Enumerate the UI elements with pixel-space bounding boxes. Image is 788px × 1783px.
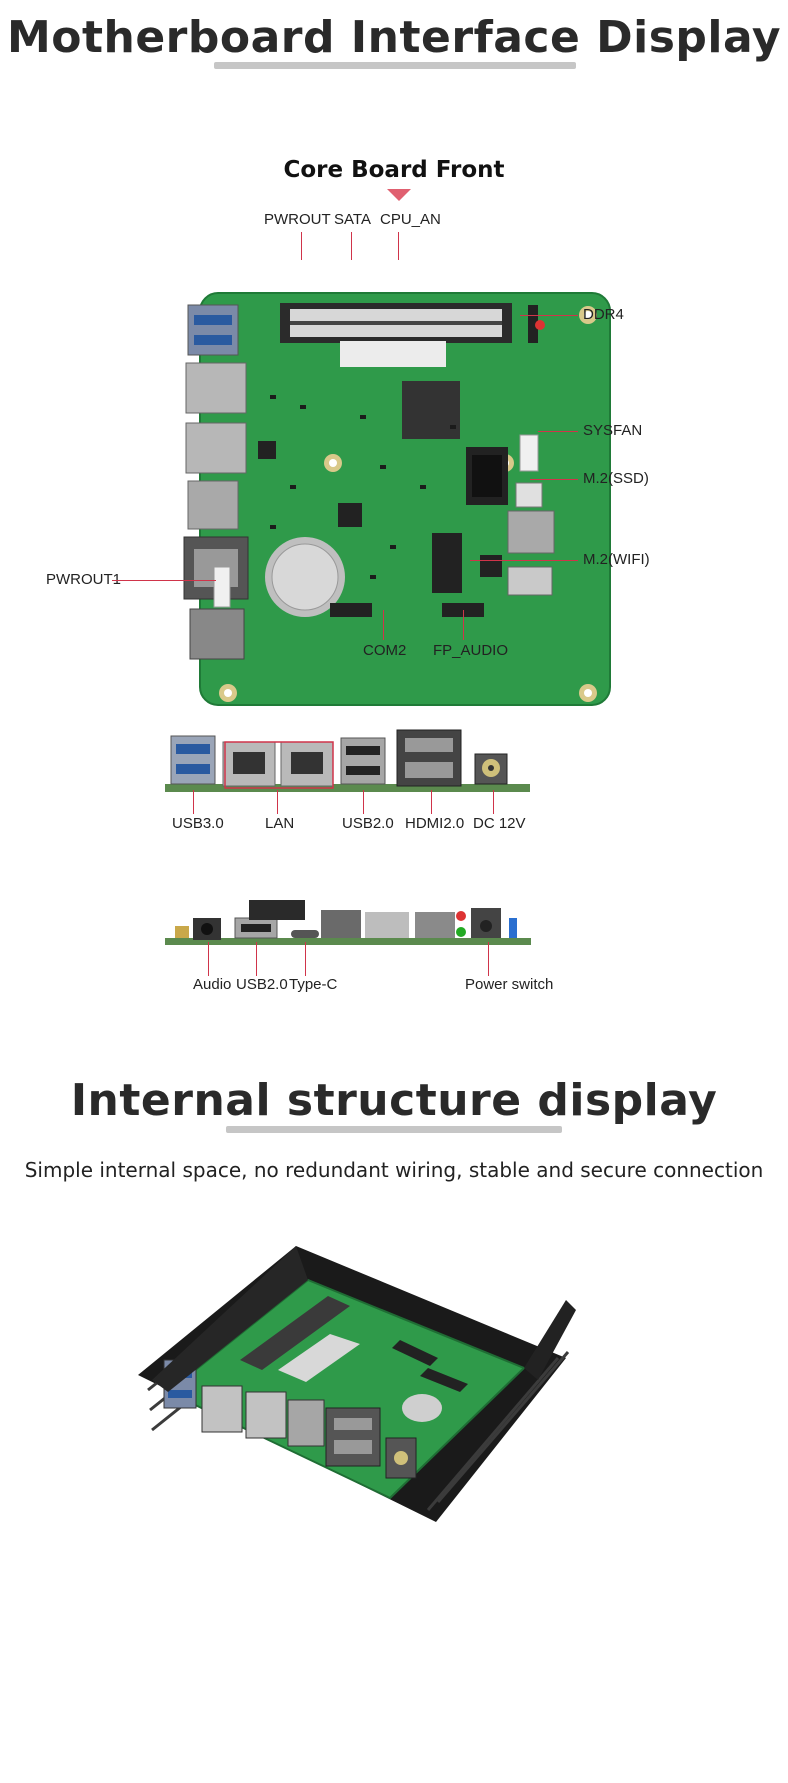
label-type-c: Type-C	[289, 976, 338, 993]
front-io-image	[165, 896, 535, 952]
label-ddr4: DDR4	[583, 306, 624, 323]
core-board-front-heading: Core Board Front	[283, 157, 505, 183]
label-audio: Audio	[193, 976, 232, 993]
callout-line	[383, 610, 384, 640]
callout-line	[470, 560, 578, 561]
label-lan: LAN	[265, 815, 295, 832]
callout-line	[112, 580, 216, 581]
label-com2: COM2	[363, 642, 407, 659]
label-dc12v: DC 12V	[473, 815, 526, 832]
label-power-switch: Power switch	[465, 976, 554, 993]
callout-line	[208, 942, 209, 976]
label-hdmi20: HDMI2.0	[405, 815, 465, 832]
callout-line	[520, 315, 578, 316]
section-tagline: Simple internal space, no redundant wiri…	[24, 1158, 764, 1182]
label-cpu-an: CPU_AN	[380, 211, 441, 228]
callout-line	[301, 232, 302, 260]
callout-line	[363, 790, 364, 814]
label-m2-ssd: M.2(SSD)	[583, 470, 649, 487]
label-pwrout: PWROUT	[264, 211, 331, 228]
section-title-internal: Internal structure display	[70, 1075, 718, 1126]
section-title-motherboard: Motherboard Interface Display	[6, 12, 782, 63]
callout-line	[463, 610, 464, 640]
motherboard-image	[180, 285, 620, 715]
label-usb20-rear: USB2.0	[342, 815, 394, 832]
label-usb20-front: USB2.0	[236, 976, 288, 993]
label-sata: SATA	[334, 211, 371, 228]
label-usb30: USB3.0	[172, 815, 224, 832]
rear-io-image	[165, 728, 535, 798]
callout-line	[351, 232, 352, 260]
callout-line	[538, 431, 578, 432]
title-underline	[226, 1126, 562, 1133]
label-pwrout1: PWROUT1	[46, 571, 121, 588]
label-fp-audio: FP_AUDIO	[433, 642, 509, 659]
callout-line	[193, 790, 194, 814]
title-underline	[214, 62, 576, 69]
callout-line	[256, 942, 257, 976]
callout-line	[493, 790, 494, 814]
callout-line	[305, 942, 306, 976]
callout-line	[277, 790, 278, 814]
callout-line	[530, 479, 578, 480]
callout-line	[488, 942, 489, 976]
callout-line	[431, 790, 432, 814]
callout-line	[398, 232, 399, 260]
label-sysfan: SYSFAN	[583, 422, 643, 439]
internal-structure-image	[128, 1240, 578, 1530]
label-m2-wifi: M.2(WIFI)	[583, 551, 650, 568]
down-arrow-icon	[387, 189, 411, 201]
